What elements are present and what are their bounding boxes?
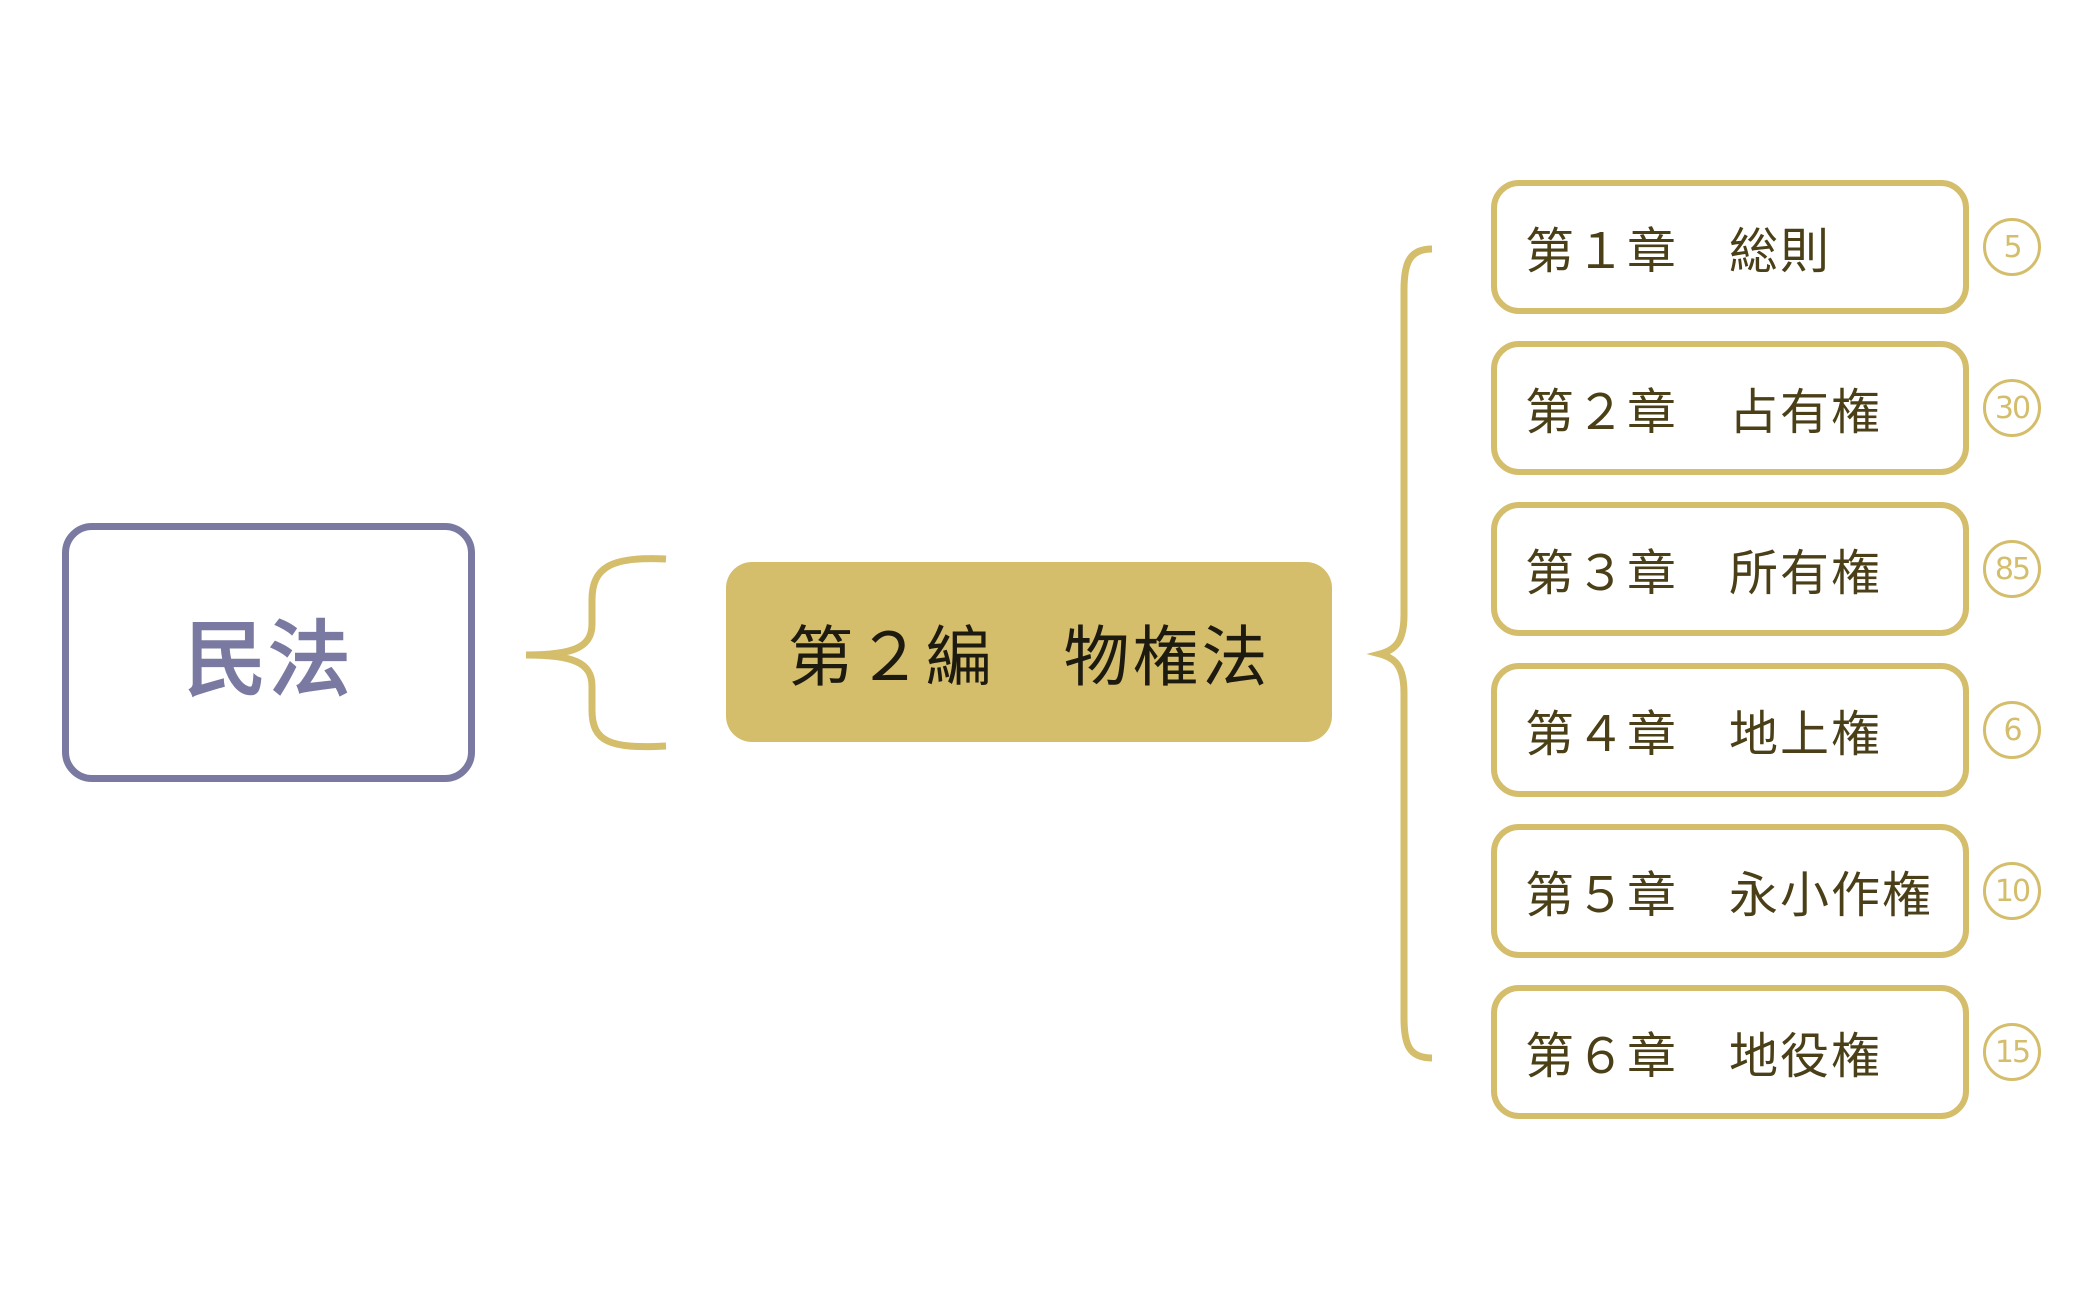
chapter-count: 10 [1994, 873, 2031, 909]
chapter-label: 第４章 地上権 [1525, 705, 1883, 763]
chapter-node-3[interactable]: 第３章 所有権 [1491, 502, 1969, 636]
chapter-label: 第５章 永小作権 [1525, 866, 1934, 924]
chapter-count: 15 [1994, 1034, 2031, 1070]
part-label: 第２編 物権法 [787, 619, 1271, 696]
root-label: 民法 [184, 613, 353, 708]
chapter-label: 第６章 地役権 [1525, 1027, 1883, 1085]
chapter-count-badge-3: 85 [1983, 540, 2041, 598]
chapter-count-badge-1: 5 [1983, 218, 2041, 276]
chapter-count: 5 [2003, 229, 2022, 265]
chapter-count-badge-2: 30 [1983, 379, 2041, 437]
chapter-count-badge-5: 10 [1983, 862, 2041, 920]
chapter-node-2[interactable]: 第２章 占有権 [1491, 341, 1969, 475]
chapter-label: 第３章 所有権 [1525, 544, 1883, 602]
part-to-chapters-brace [1366, 245, 1433, 1062]
chapter-node-4[interactable]: 第４章 地上権 [1491, 663, 1969, 797]
part-node[interactable]: 第２編 物権法 [726, 562, 1332, 742]
chapter-node-6[interactable]: 第６章 地役権 [1491, 985, 1969, 1119]
chapter-node-1[interactable]: 第１章 総則 [1491, 180, 1969, 314]
chapter-count: 85 [1994, 551, 2031, 587]
chapter-label: 第２章 占有権 [1525, 383, 1883, 441]
chapter-node-5[interactable]: 第５章 永小作権 [1491, 824, 1969, 958]
chapter-count-badge-6: 15 [1983, 1023, 2041, 1081]
chapter-count-badge-4: 6 [1983, 701, 2041, 759]
root-to-part-brace [525, 555, 667, 751]
chapter-label: 第１章 総則 [1525, 222, 1832, 280]
chapter-count: 6 [2003, 712, 2022, 748]
root-node[interactable]: 民法 [62, 523, 475, 782]
chapter-count: 30 [1994, 390, 2031, 426]
